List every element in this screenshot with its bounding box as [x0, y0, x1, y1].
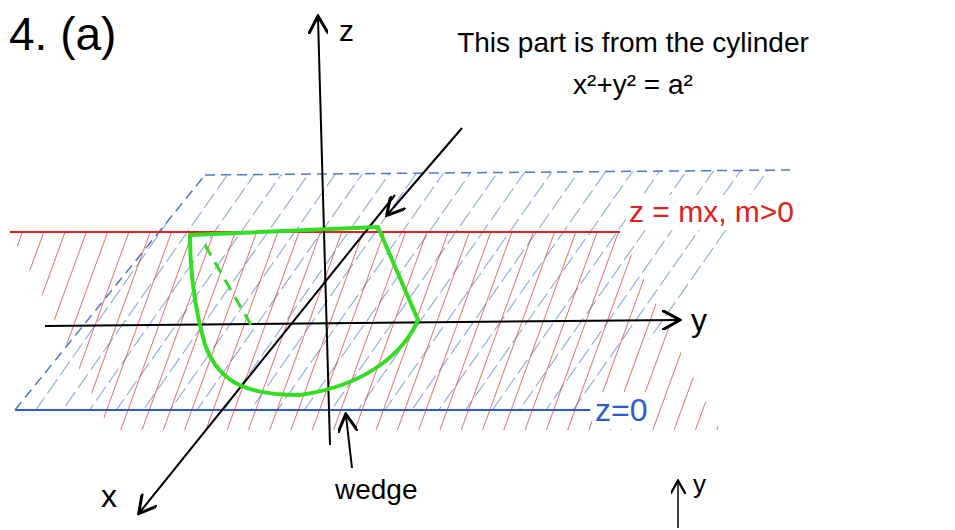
plane-zmx	[10, 232, 720, 430]
x-axis	[140, 195, 395, 512]
callout-label: wedge	[332, 474, 421, 506]
plane-label: z=0	[592, 392, 650, 429]
axis-label: x	[98, 478, 120, 515]
axis-label: y	[688, 302, 710, 339]
axis-label: y	[690, 470, 709, 500]
leader-arrow	[346, 416, 352, 468]
small-axis	[677, 482, 679, 528]
note: This part is from the cylinder x²+y² = a…	[440, 22, 826, 106]
problem-number: 4. (a)	[6, 8, 119, 61]
plane-edge	[205, 170, 790, 175]
axis-label: z	[336, 14, 357, 49]
z-axis	[318, 18, 330, 445]
wedge-hidden-edge	[205, 245, 255, 332]
plane-label: z = mx, m>0	[626, 195, 797, 230]
leader-arrow	[388, 128, 462, 214]
wedge-outline	[190, 227, 418, 395]
y-axis	[45, 320, 678, 326]
